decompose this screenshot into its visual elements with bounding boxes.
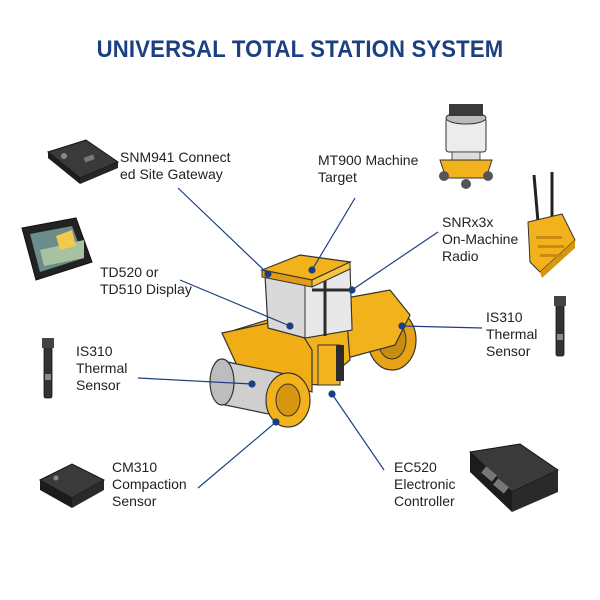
diagram-title: UNIVERSAL TOTAL STATION SYSTEM bbox=[96, 36, 504, 63]
cm310-sensor-device bbox=[38, 463, 106, 508]
leader-dot-is310-right bbox=[398, 322, 406, 330]
leader-snm941 bbox=[177, 187, 269, 275]
leader-cm310 bbox=[197, 421, 277, 489]
is310-left-sensor-device bbox=[42, 338, 54, 399]
leader-is310-left bbox=[137, 377, 253, 385]
label-td520: TD520 or TD510 Display bbox=[100, 264, 192, 297]
leader-snrx3x bbox=[351, 231, 439, 291]
leader-dot-mt900 bbox=[308, 266, 316, 274]
label-is310-right: IS310 Thermal Sensor bbox=[486, 309, 538, 359]
leader-td520 bbox=[179, 279, 291, 327]
ec520-controller-device bbox=[468, 443, 559, 512]
leader-is310-right bbox=[401, 325, 483, 329]
label-cm310: CM310 Compaction Sensor bbox=[112, 459, 187, 509]
td520-display-device bbox=[21, 217, 93, 281]
leader-mt900 bbox=[311, 197, 356, 271]
label-snm941: SNM941 Connect ed Site Gateway bbox=[120, 149, 231, 182]
label-snrx3x: SNRx3x On-Machine Radio bbox=[442, 214, 519, 264]
leader-dot-is310-left bbox=[248, 380, 256, 388]
leader-ec520 bbox=[331, 393, 385, 471]
leader-dot-td520 bbox=[286, 322, 294, 330]
label-is310-left: IS310 Thermal Sensor bbox=[76, 343, 128, 393]
is310-right-sensor-device bbox=[554, 296, 566, 357]
snm941-gateway-device bbox=[46, 139, 120, 184]
mt900-target-device bbox=[439, 104, 493, 189]
compactor-roller-machine bbox=[209, 254, 417, 428]
leader-dot-ec520 bbox=[328, 390, 336, 398]
label-mt900: MT900 Machine Target bbox=[318, 152, 419, 185]
leader-lines bbox=[137, 187, 483, 489]
leader-dot-snm941 bbox=[264, 270, 272, 278]
snrx3x-radio-device bbox=[527, 172, 576, 278]
leader-dot-snrx3x bbox=[348, 286, 356, 294]
label-ec520: EC520 Electronic Controller bbox=[394, 459, 456, 509]
leader-dot-cm310 bbox=[272, 418, 280, 426]
